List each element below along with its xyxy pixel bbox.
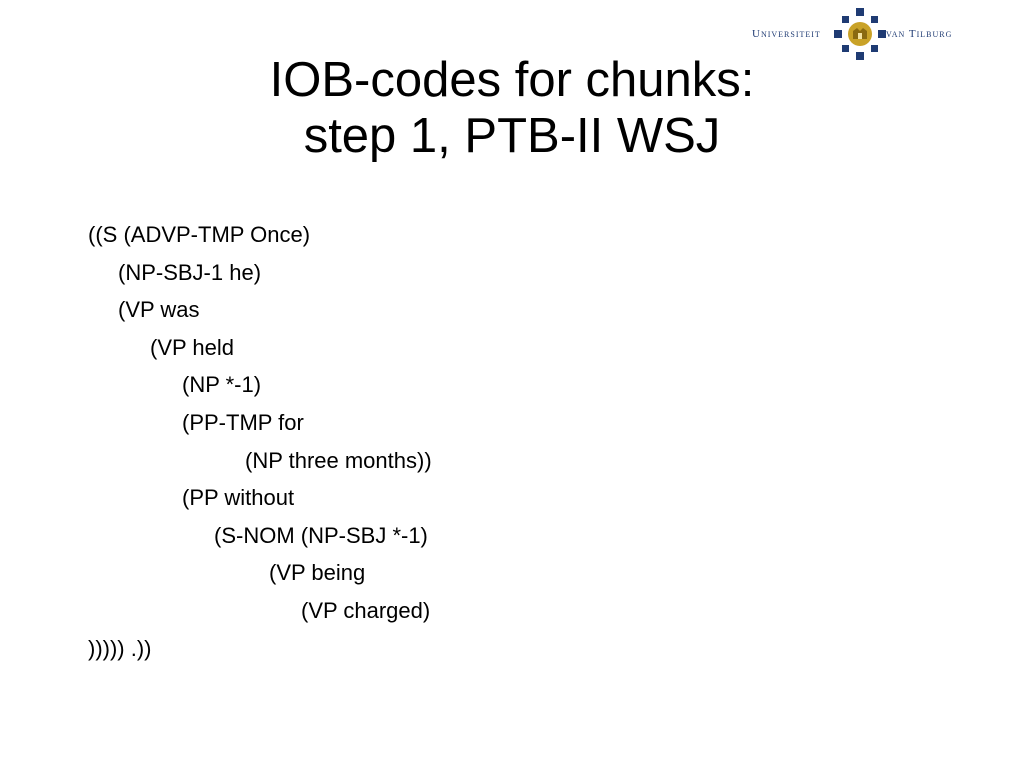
university-seal-icon [834,8,886,60]
parse-tree-line: (VP charged) [301,597,431,623]
university-logo: Universiteit van Tilburg [752,8,964,60]
slide-title-line-1: IOB-codes for chunks: [269,53,755,107]
parse-tree: ((S (ADVP-TMP Once) (NP-SBJ-1 he) (VP was (… [88,216,432,667]
parse-tree-line: (VP held [150,334,234,360]
slide-title-line-2: step 1, PTB-II WSJ [303,109,721,163]
logo-text-universiteit: Universiteit [752,28,821,40]
logo-text-van-tilburg: van Tilburg [886,28,953,40]
parse-tree-line: (VP being [269,560,366,586]
parse-tree-line: ))))) .)) [88,635,152,661]
parse-tree-line: (PP-TMP for [182,409,304,435]
parse-tree-line: (PP without [182,485,295,511]
parse-tree-line: (VP was [118,297,200,323]
parse-tree-line: (NP-SBJ-1 he) [118,259,262,285]
parse-tree-line: (NP three months)) [245,447,432,473]
parse-tree-line: ((S (ADVP-TMP Once) [88,222,311,247]
parse-tree-line: (S-NOM (NP-SBJ *-1) [214,522,428,548]
parse-tree-line: (NP *-1) [182,372,262,398]
slide-title: IOB-codes for chunks: step 1, PTB-II WSJ [0,52,1024,164]
